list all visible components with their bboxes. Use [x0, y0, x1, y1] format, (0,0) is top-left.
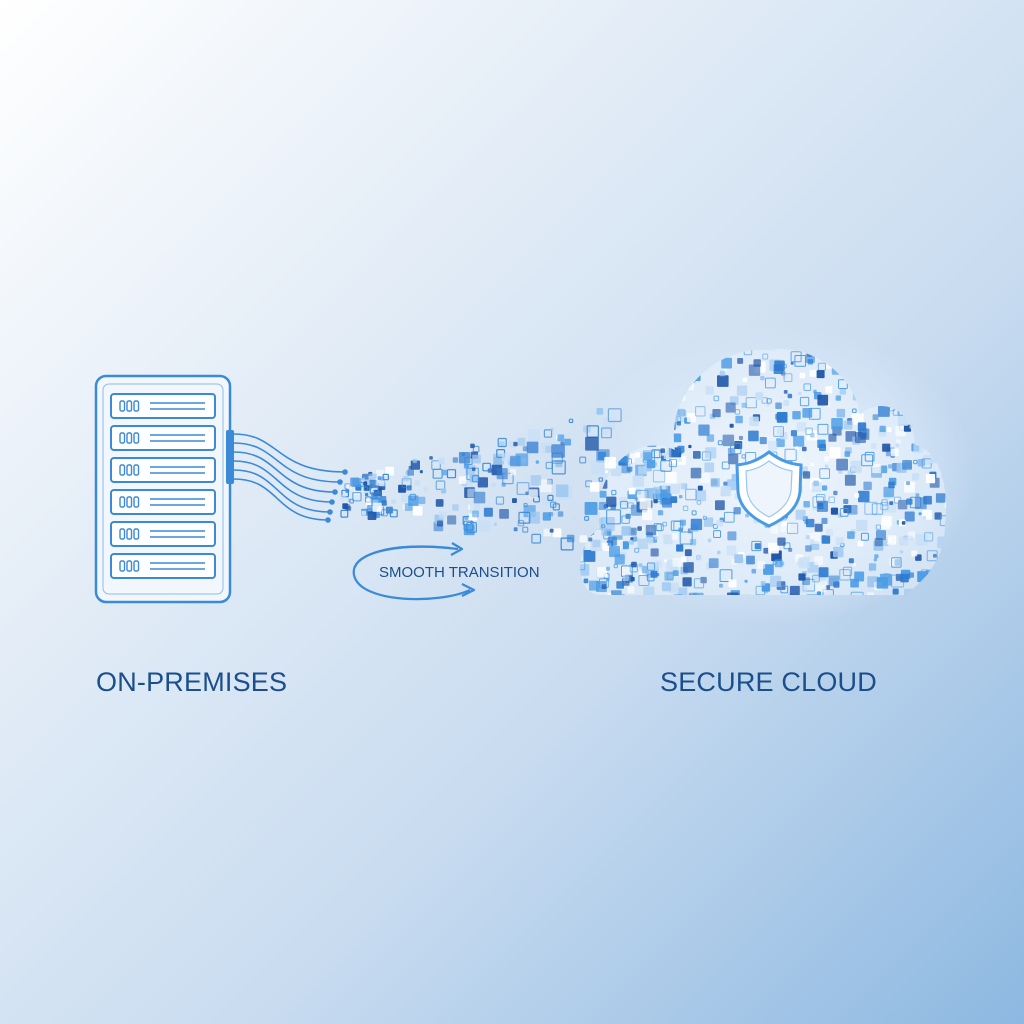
cycle-arrows-icon: [352, 542, 476, 601]
server-slot: [110, 393, 216, 419]
smooth-transition-label: SMOOTH TRANSITION: [379, 564, 540, 581]
server-slot: [110, 425, 216, 451]
server-cables: [233, 433, 348, 523]
data-stream-particles: [340, 408, 622, 551]
on-premises-label: ON-PREMISES: [96, 667, 288, 697]
server-slot: [110, 553, 216, 579]
server-slot: [110, 521, 216, 547]
server-rack-icon: [94, 374, 234, 604]
shield-icon: [735, 450, 803, 528]
secure-cloud-label: SECURE CLOUD: [660, 667, 877, 697]
server-slot: [110, 457, 216, 483]
server-slot: [110, 489, 216, 515]
